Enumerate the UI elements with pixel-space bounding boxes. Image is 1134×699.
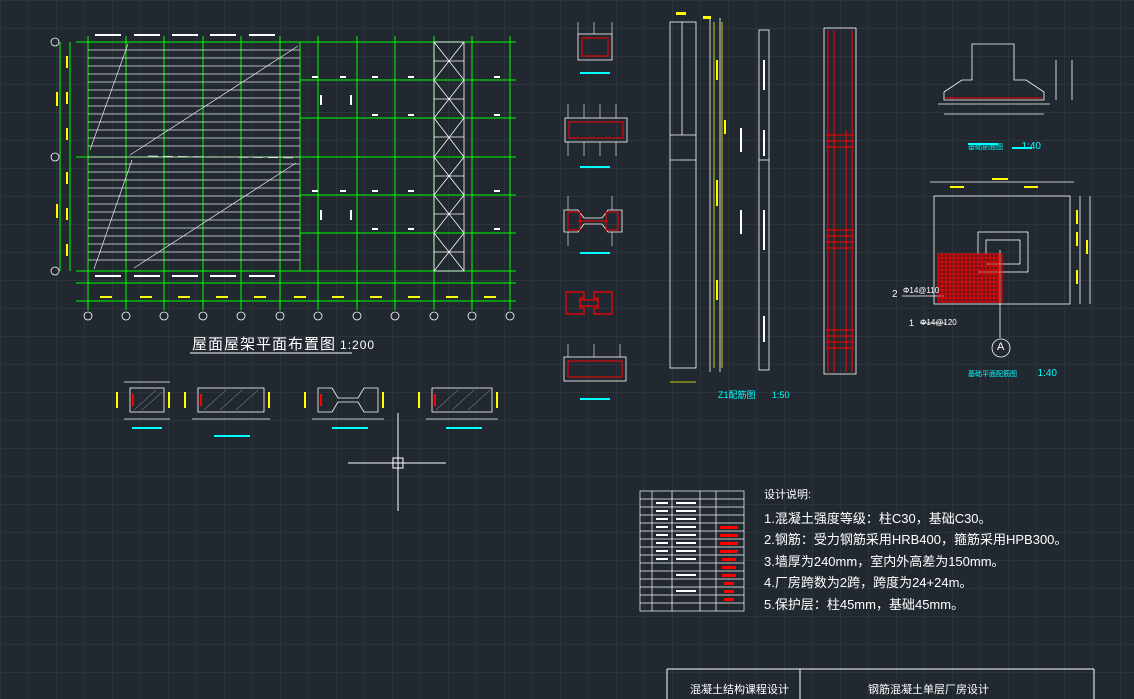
rebar-1-tag: 1: [909, 318, 915, 328]
foundation-plan: [902, 181, 1091, 358]
section-rebar: [132, 394, 436, 406]
section-hatch: [133, 389, 491, 411]
foundation-section-caption: 基础剖面图 1:40: [968, 141, 1041, 152]
title-block: [666, 668, 1095, 699]
roof-plan: [59, 36, 516, 310]
title-block-project: 钢筋混凝土单层厂房设计: [868, 684, 989, 696]
foundation-plan-caption: 基础平面配筋图 1:40: [968, 368, 1057, 379]
design-note-5: 5.保护层：柱45mm，基础45mm。: [764, 596, 965, 612]
column-elevation: [669, 18, 770, 372]
rebar-2-label: Φ14@110: [903, 286, 940, 295]
crosshair-cursor-icon: [348, 413, 446, 511]
design-note-3: 3.墙厚为240mm，室内外高差为150mm。: [764, 553, 1005, 569]
foundation-plan-caption-text: 基础平面配筋图: [968, 371, 1017, 378]
column-sections: [563, 33, 628, 382]
elevation-dims: [670, 22, 723, 383]
design-notes-heading: 设计说明:: [764, 489, 812, 501]
foundation-section: [938, 43, 1073, 115]
section-leaders: [567, 22, 621, 357]
foundation-section-caption-scale: 1:40: [1021, 141, 1041, 152]
foundation-section-caption-text: 基础剖面图: [968, 144, 1003, 151]
design-note-4: 4.厂房跨数为2跨，跨度为24+24m。: [764, 575, 973, 590]
cross-bracing: [433, 41, 465, 272]
member-tags: [95, 34, 500, 277]
plan-scale: 1:200: [340, 338, 376, 352]
design-note-2: 2.钢筋：受力钢筋采用HRB400，箍筋采用HPB300。: [764, 532, 1068, 547]
column-reinforcement: [826, 30, 854, 372]
design-notes: 设计说明: 1.混凝土强度等级：柱C30，基础C30。 2.钢筋：受力钢筋采用H…: [764, 485, 1067, 615]
rebar-table: [639, 490, 745, 612]
rebar-1-label: Φ14@120: [920, 318, 957, 327]
design-note-1: 1.混凝土强度等级：柱C30，基础C30。: [764, 510, 992, 526]
rebar-2-tag: 2: [892, 289, 898, 300]
plan-title-text: 屋面屋架平面布置图: [192, 336, 337, 353]
plan-dimensions: [56, 56, 496, 298]
axis-label-a: A: [997, 341, 1005, 353]
column-caption-scale: 1:50: [772, 390, 790, 400]
axis-bubbles: [50, 37, 515, 321]
foundation-mesh: [937, 253, 1003, 303]
foundation-plan-caption-scale: 1:40: [1037, 368, 1057, 379]
title-block-course: 混凝土结构课程设计: [690, 684, 789, 696]
roof-purlins: [88, 43, 300, 270]
column-caption-text: Z1配筋图: [718, 390, 756, 400]
column-caption: Z1配筋图 1:50: [718, 388, 790, 401]
column-section-rebar: [565, 37, 624, 378]
member-sections: [124, 381, 498, 420]
